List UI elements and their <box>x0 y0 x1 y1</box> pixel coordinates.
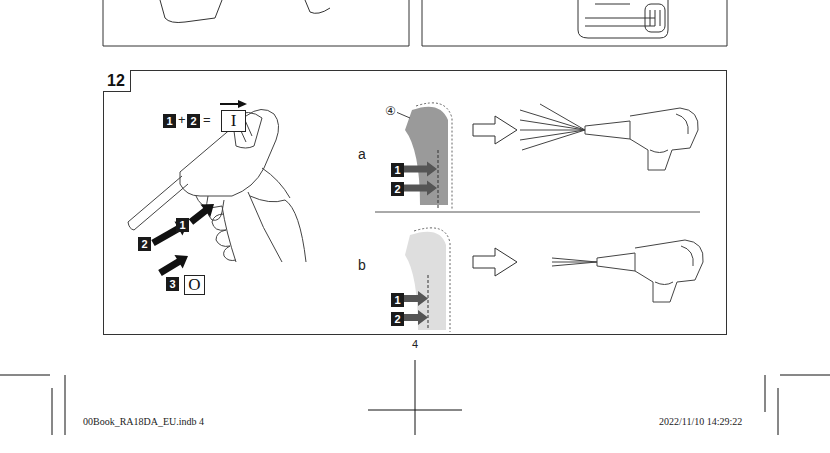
step-number-text: 1 <box>394 164 400 176</box>
step-number: 2 <box>391 312 404 326</box>
step-number-text: 3 <box>169 278 175 290</box>
figure-panel: 1212I123O1212 <box>103 70 727 335</box>
switch-symbol: O <box>184 275 205 295</box>
case-letter: a <box>357 146 367 162</box>
push-arrow <box>404 162 437 177</box>
push-arrow <box>404 310 428 325</box>
operator: + <box>177 112 187 127</box>
tool-part <box>305 0 330 13</box>
case-letter: b <box>357 257 367 273</box>
step-number-text: I <box>231 111 237 130</box>
step-number-text: 2 <box>141 238 147 250</box>
push-arrow <box>189 204 214 225</box>
page-number: 4 <box>411 338 419 350</box>
step-number-text: 2 <box>190 115 196 127</box>
trigger <box>405 107 448 205</box>
battery <box>578 0 668 38</box>
step-number-text: O <box>188 275 200 294</box>
step-number: 2 <box>138 237 151 251</box>
push-arrow <box>404 181 437 196</box>
trigger <box>405 232 446 330</box>
file-name: 00Book_RA18DA_EU.indb 4 <box>82 416 205 427</box>
frame <box>422 0 727 46</box>
frame <box>103 0 409 46</box>
step-number: 2 <box>187 114 200 128</box>
step-number: 2 <box>391 182 404 196</box>
callout-number: ④ <box>384 104 397 118</box>
timestamp: 2022/11/10 14:29:22 <box>658 416 743 427</box>
step-number: 1 <box>176 218 189 232</box>
blower <box>520 104 698 170</box>
tool-part <box>160 0 222 23</box>
step-number: 1 <box>391 163 404 177</box>
step-number-text: 1 <box>179 219 185 231</box>
blower-with-hand <box>128 109 306 262</box>
step-number: 1 <box>391 293 404 307</box>
step-number-text: 1 <box>166 115 172 127</box>
push-arrow <box>404 291 428 306</box>
step-number-text: 2 <box>394 313 400 325</box>
step-number: 1 <box>163 114 176 128</box>
step-number: 3 <box>166 277 179 291</box>
blower <box>552 240 703 302</box>
crop-mark <box>0 360 830 435</box>
push-arrow <box>158 255 188 276</box>
step-number-text: 1 <box>394 294 400 306</box>
switch-symbol: I <box>221 110 246 132</box>
figure-number: 12 <box>103 70 131 92</box>
operator: = <box>202 112 212 127</box>
step-number-text: 2 <box>394 183 400 195</box>
